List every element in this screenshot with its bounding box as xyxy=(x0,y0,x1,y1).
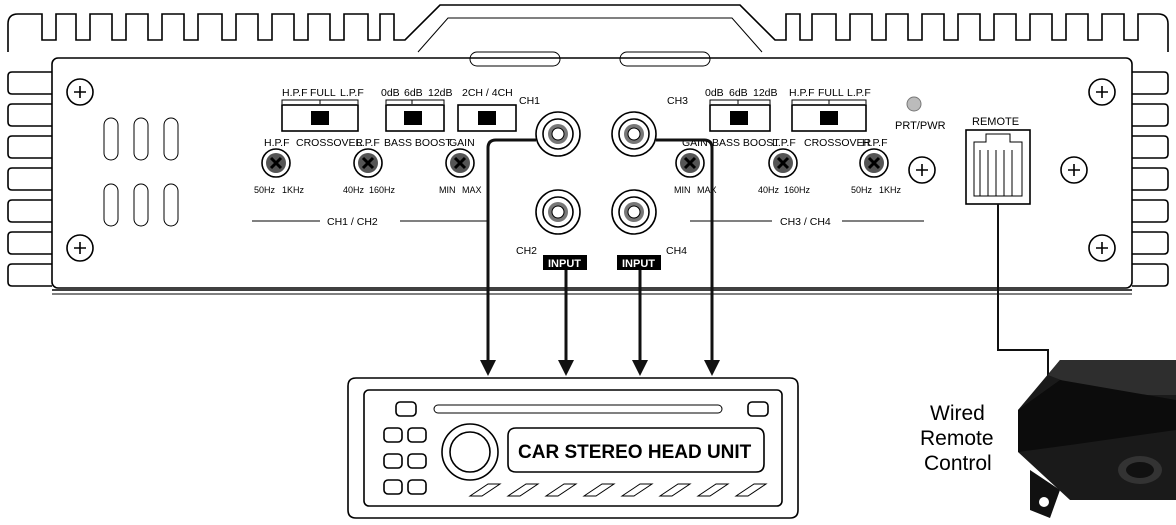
hpf-min-label-ch3-4: 50Hz xyxy=(851,185,873,195)
hpf-max-label-ch3-4: 1KHz xyxy=(879,185,902,195)
remote-label-line-3: Control xyxy=(924,452,992,475)
crossover-pos-lpf-ch3-4: L.P.F xyxy=(847,87,871,99)
heatsink-outline xyxy=(7,4,1169,52)
hpf-min-label: 50Hz xyxy=(254,185,276,195)
crossover-pos-full-ch3-4: FULL xyxy=(818,87,844,99)
remote-port-label: REMOTE xyxy=(972,116,1019,128)
status-led-label: PRT/PWR xyxy=(895,120,946,132)
input-badge-right xyxy=(617,255,661,270)
rca-label-ch2: CH2 xyxy=(516,245,537,257)
head-unit-button[interactable] xyxy=(383,453,403,469)
rca-label-ch1: CH1 xyxy=(519,95,540,107)
gain-min-label-ch3-4: MIN xyxy=(674,185,691,195)
crossover-label: CROSSOVER xyxy=(296,137,364,149)
hpf-knob-ch3-4[interactable] xyxy=(859,148,889,178)
gain-min-label: MIN xyxy=(439,185,456,195)
head-unit-button[interactable] xyxy=(407,427,427,443)
bass-boost-label-ch3-4: BASS BOOST xyxy=(712,137,780,149)
lpf-knob-ch1-2[interactable] xyxy=(353,148,383,178)
remote-label-line-1: Wired xyxy=(930,402,985,425)
bass-boost-pos-12db-ch3-4: 12dB xyxy=(753,87,778,99)
ch3-ch4-section-label: CH3 / CH4 xyxy=(780,216,831,228)
head-unit-button[interactable] xyxy=(747,401,769,417)
amplifier: H.P.F FULL L.P.F CROSSOVER 0dB 6dB 12dB … xyxy=(7,4,1169,295)
screw-icon xyxy=(1088,234,1116,262)
bass-boost-pos-0db-ch3-4: 0dB xyxy=(705,87,724,99)
mode-switch-label: 2CH / 4CH xyxy=(462,87,513,99)
crossover-switch-ch1-2[interactable] xyxy=(281,99,359,132)
vent-slots xyxy=(103,117,179,227)
screw-icon xyxy=(908,156,936,184)
bass-boost-pos-6db: 6dB xyxy=(404,87,423,99)
remote-control-device-icon xyxy=(1018,360,1176,518)
remote-port-jack[interactable] xyxy=(965,129,1031,205)
remote-label-line-2: Remote xyxy=(920,427,994,450)
rca-jack-ch3[interactable] xyxy=(611,111,657,157)
crossover-switch-ch3-4[interactable] xyxy=(791,99,867,132)
crossover-label-ch3-4: CROSSOVER xyxy=(804,137,872,149)
gain-max-label: MAX xyxy=(462,185,482,195)
screw-icon xyxy=(1088,78,1116,106)
volume-knob[interactable] xyxy=(441,423,499,481)
crossover-pos-lpf: L.P.F xyxy=(340,87,364,99)
cd-slot xyxy=(433,404,723,414)
rca-cables xyxy=(480,138,720,376)
lpf-knob-label-ch3-4: L.P.F xyxy=(772,137,796,149)
right-heatsink-fins xyxy=(1132,71,1169,287)
lpf-knob-label: L.P.F xyxy=(356,137,380,149)
head-unit-label: CAR STEREO HEAD UNIT xyxy=(518,442,752,463)
bass-boost-pos-12db: 12dB xyxy=(428,87,453,99)
left-heatsink-fins xyxy=(7,71,52,287)
top-vent-slot xyxy=(469,51,561,67)
head-unit-button[interactable] xyxy=(407,479,427,495)
lpf-knob-ch3-4[interactable] xyxy=(768,148,798,178)
bass-boost-label: BASS BOOST xyxy=(384,137,452,149)
crossover-pos-full: FULL xyxy=(310,87,336,99)
head-unit-button[interactable] xyxy=(407,453,427,469)
top-vent-slot xyxy=(619,51,711,67)
input-badge-left-text: INPUT xyxy=(548,258,581,270)
rca-jack-ch4[interactable] xyxy=(611,189,657,235)
gain-max-label-ch3-4: MAX xyxy=(697,185,717,195)
crossover-pos-hpf-ch3-4: H.P.F xyxy=(789,87,814,99)
bass-boost-pos-0db: 0dB xyxy=(381,87,400,99)
preset-buttons[interactable] xyxy=(468,483,768,497)
screw-icon xyxy=(66,234,94,262)
head-unit-button[interactable] xyxy=(383,427,403,443)
remote-cable xyxy=(997,204,1049,380)
gain-knob-ch3-4[interactable] xyxy=(675,148,705,178)
head-unit-button[interactable] xyxy=(383,479,403,495)
head-unit-button[interactable] xyxy=(395,401,417,417)
lpf-min-label: 40Hz xyxy=(343,185,365,195)
head-unit-display xyxy=(507,427,765,473)
bass-boost-switch-ch1-2[interactable] xyxy=(385,99,445,132)
head-unit: CAR STEREO HEAD UNIT xyxy=(347,377,799,519)
input-badge-left xyxy=(543,255,587,270)
bass-boost-switch-ch3-4[interactable] xyxy=(709,99,771,132)
gain-knob-ch1-2[interactable] xyxy=(445,148,475,178)
crossover-pos-hpf: H.P.F xyxy=(282,87,307,99)
lpf-max-label-ch3-4: 160Hz xyxy=(784,185,811,195)
mode-switch-2ch-4ch[interactable] xyxy=(457,104,517,132)
hpf-max-label: 1KHz xyxy=(282,185,305,195)
ch1-ch2-section-label: CH1 / CH2 xyxy=(327,216,378,228)
amp-panel xyxy=(51,57,1133,289)
bass-boost-pos-6db-ch3-4: 6dB xyxy=(729,87,748,99)
wired-remote-control: Wired Remote Control xyxy=(920,360,1176,518)
gain-knob-label: GAIN xyxy=(449,137,475,149)
screw-icon xyxy=(66,78,94,106)
hpf-knob-label-ch3-4: H.P.F xyxy=(862,137,887,149)
rca-jack-ch2[interactable] xyxy=(535,189,581,235)
rca-jack-ch1[interactable] xyxy=(535,111,581,157)
hpf-knob-label: H.P.F xyxy=(264,137,289,149)
lpf-min-label-ch3-4: 40Hz xyxy=(758,185,780,195)
lpf-max-label: 160Hz xyxy=(369,185,396,195)
rca-label-ch4: CH4 xyxy=(666,245,687,257)
status-led xyxy=(906,96,922,112)
screw-icon xyxy=(1060,156,1088,184)
rca-label-ch3: CH3 xyxy=(667,95,688,107)
hpf-knob-ch1-2[interactable] xyxy=(261,148,291,178)
input-badge-right-text: INPUT xyxy=(622,258,655,270)
